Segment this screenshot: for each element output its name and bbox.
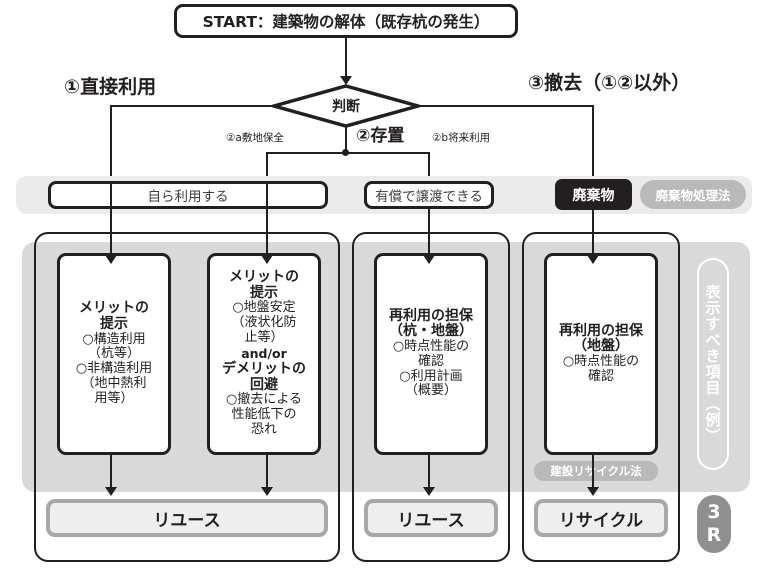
option-label-self-use: 自ら利用する [147,189,229,205]
waste-law-label: 廃棄物処理法 [655,188,731,203]
card4-head-line2: （地盤） [573,338,629,355]
construction-recycling-law-pill: 建設リサイクル法 [534,461,658,481]
arrowhead-card2-in [261,255,273,264]
connector-center-split-horizontal [266,152,430,154]
branch-label-future-use: ②b将来利用 [432,132,491,144]
result-label-recycle: リサイクル [558,510,644,531]
connector-right-branch-vertical [592,105,594,181]
arrowhead-reuse-left-in-b [261,487,273,496]
arrowhead-card1-in [105,255,117,264]
card3-head-line1: 再利用の担保 [389,307,473,324]
card2-head-line4: 回避 [250,376,278,393]
arrowhead-card4-in [587,255,599,264]
connector-left-branch-horizontal [110,105,276,107]
card2-body-demerit: ○撤去による 性能低下の 恐れ [226,392,302,438]
branch-label-site-preservation: ②a敷地保全 [226,132,284,144]
card-merit-structural: メリットの 提示 ○構造利用 （杭等） ○非構造利用 （地中熱利 用等） [57,253,171,455]
branch-label-retain: ②存置 [356,126,405,146]
result-label-reuse-mid: リユース [397,510,465,531]
side-label-3r: 3R [697,495,731,553]
side-label-display-items-text: 表示すべき項目（例） [703,284,722,444]
branch-label-removal: ③撤去（①②以外） [528,72,691,94]
connector-selfuse-to-card1 [110,181,112,263]
result-label-reuse-left: リユース [153,510,221,531]
branch-label-direct-use: ①直接利用 [64,76,157,98]
card-merit-demerit: メリットの 提示 ○地盤安定 （液状化防 止等） and/or デメリットの 回… [207,253,321,455]
card2-body-merit: ○地盤安定 （液状化防 止等） [231,300,297,346]
connector-card1-to-reuse [110,455,112,493]
result-recycle: リサイクル [534,499,668,537]
card2-head-line1: メリットの [229,269,299,286]
card4-head-line1: 再利用の担保 [559,322,643,339]
card-reuse-pile-ground: 再利用の担保 （杭・地盤） ○時点性能の 確認 ○利用計画 （概要） [374,253,488,455]
arrowhead-card3-in [423,255,435,264]
arrowhead-recycle-in [587,487,599,496]
connector-card2-to-reuse [266,455,268,493]
result-reuse-left: リユース [46,499,328,537]
connector-selfuse-to-card2 [266,181,268,263]
card1-head-line2: 提示 [100,315,128,332]
column-outline-removal [522,232,680,562]
card2-andor: and/or [241,345,287,361]
card3-head-line2: （杭・地盤） [389,323,473,340]
decision-label: 判断 [332,99,360,115]
decision-node: 判断 [272,84,420,128]
card1-body: ○構造利用 （杭等） ○非構造利用 （地中熱利 用等） [75,331,153,406]
connector-center-branch-vertical [345,126,347,153]
connector-site-preservation-down [266,152,268,181]
side-label-3r-text: 3R [703,501,725,547]
card2-head-line3: デメリットの [222,361,306,378]
option-badge-waste: 廃棄物 [555,179,632,210]
connector-left-branch-vertical [110,105,112,181]
option-label-waste: 廃棄物 [572,187,615,204]
result-reuse-mid: リユース [364,499,498,537]
construction-recycling-law-label: 建設リサイクル法 [550,464,642,478]
card3-body: ○時点性能の 確認 ○利用計画 （概要） [392,339,470,399]
connector-start-to-decision [345,38,347,78]
connector-card3-to-reuse [428,455,430,493]
waste-law-pill: 廃棄物処理法 [640,180,746,209]
connector-transfer-to-card3 [428,209,430,263]
arrowhead-reuse-mid-in [423,487,435,496]
column-outline-direct-use [34,232,340,562]
card-reuse-ground: 再利用の担保 （地盤） ○時点性能の 確認 [544,253,658,455]
connector-right-branch-horizontal [416,105,594,107]
connector-card4-to-recycle [592,455,594,493]
option-box-paid-transfer: 有償で譲渡できる [364,181,494,209]
start-label: START：建築物の解体（既存杭の発生） [202,13,490,31]
diamond-shape [272,84,420,128]
card4-body: ○時点性能の 確認 [562,353,640,384]
connector-future-use-down [428,152,430,181]
arrowhead-reuse-left-in-a [105,487,117,496]
card2-head-line2: 提示 [250,284,278,301]
connector-waste-to-card4 [592,209,594,263]
column-outline-retain [352,232,510,562]
arrowhead-decision-in [340,76,352,85]
start-node: START：建築物の解体（既存杭の発生） [174,4,518,38]
option-box-self-use: 自ら利用する [48,181,328,209]
card1-head-line1: メリットの [79,300,149,317]
option-label-paid-transfer: 有償で譲渡できる [375,189,483,205]
side-label-display-items: 表示すべき項目（例） [697,258,729,470]
